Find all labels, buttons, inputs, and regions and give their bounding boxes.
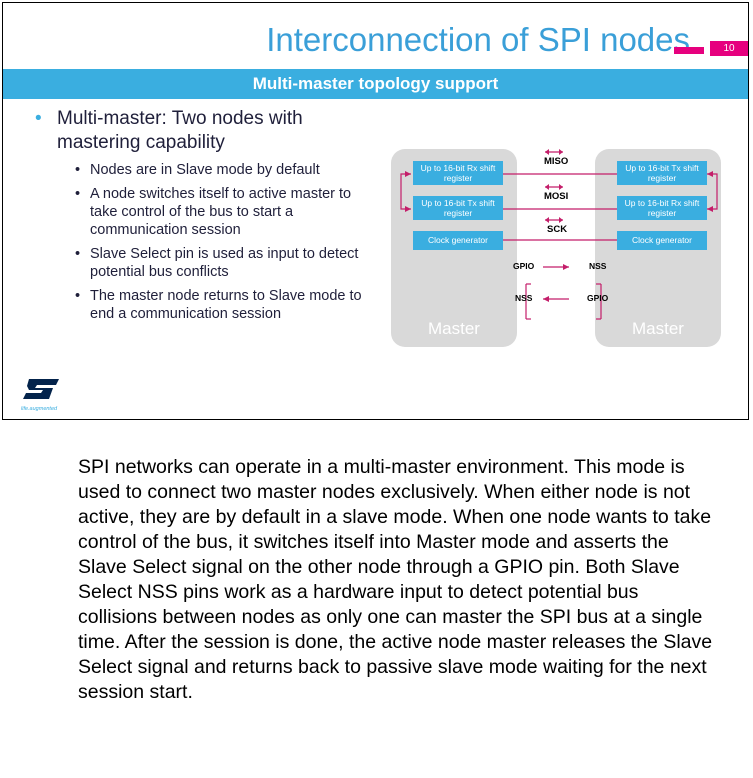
miso-label: MISO <box>544 156 569 167</box>
right-rx-register: Up to 16-bit Rx shift register <box>617 196 707 220</box>
left-rx-register: Up to 16-bit Rx shift register <box>413 161 503 185</box>
bullet-sub: The master node returns to Slave mode to… <box>29 287 379 323</box>
page-number: 10 <box>710 41 748 56</box>
bullet-main: Multi-master: Two nodes with mastering c… <box>29 107 379 155</box>
slide: Interconnection of SPI nodes 10 Multi-ma… <box>2 2 749 420</box>
slide-subtitle: Multi-master topology support <box>3 69 748 99</box>
master-label: Master <box>428 319 480 338</box>
left-tx-register: Up to 16-bit Tx shift register <box>413 196 503 220</box>
st-logo: life.augmented <box>21 377 61 417</box>
spi-multimaster-diagram: Master Master <box>391 127 731 352</box>
bullet-sub: Nodes are in Slave mode by default <box>29 161 379 179</box>
gpio-right-label: GPIO <box>587 293 609 303</box>
master-label: Master <box>632 319 684 338</box>
right-clock-generator: Clock generator <box>617 231 707 250</box>
nss-right-label: NSS <box>589 261 607 271</box>
gpio-left-label: GPIO <box>513 261 535 271</box>
bullet-list: Multi-master: Two nodes with mastering c… <box>29 107 379 329</box>
right-tx-register: Up to 16-bit Tx shift register <box>617 161 707 185</box>
slide-title: Interconnection of SPI nodes <box>266 21 690 58</box>
st-logo-icon <box>23 379 59 399</box>
speaker-notes: SPI networks can operate in a multi-mast… <box>78 456 713 703</box>
logo-tagline: life.augmented <box>21 406 58 412</box>
mosi-label: MOSI <box>544 191 569 202</box>
sck-label: SCK <box>547 224 568 235</box>
diagram-wiring <box>400 149 718 320</box>
bullet-sub: Slave Select pin is used as input to det… <box>29 245 379 281</box>
bullet-sub: A node switches itself to active master … <box>29 185 379 239</box>
left-clock-generator: Clock generator <box>413 231 503 250</box>
page-accent-bar <box>674 47 704 54</box>
nss-left-label: NSS <box>515 293 533 303</box>
